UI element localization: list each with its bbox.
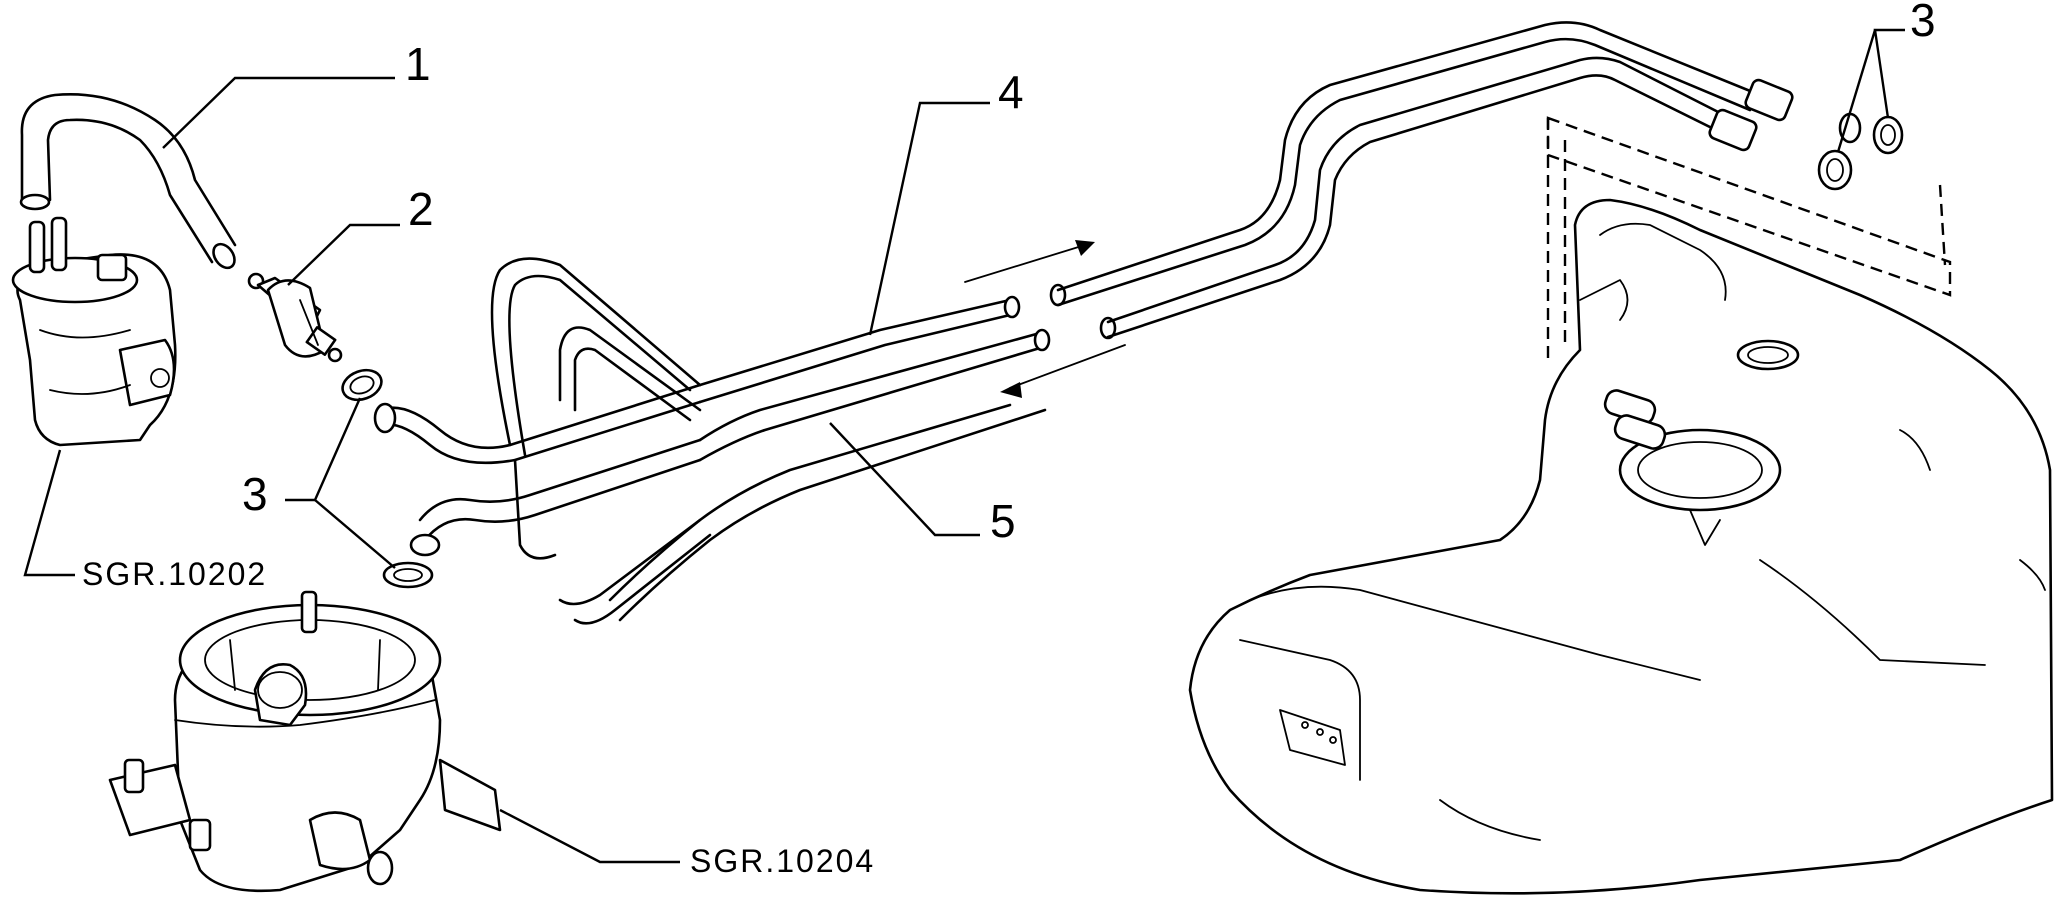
- hose-clamp-left-lower: [382, 561, 434, 589]
- callout-2: 2: [408, 183, 434, 235]
- hose-1: [19, 93, 237, 270]
- ref-fuel-pump: SGR.10202: [82, 556, 267, 592]
- leader-lines: [23, 28, 1905, 864]
- carburettor: [108, 590, 502, 893]
- flow-arrow-right: [964, 240, 1095, 283]
- fuel-filter-2: [247, 272, 343, 363]
- flow-arrow-left: [1000, 344, 1126, 398]
- callout-1: 1: [405, 38, 431, 90]
- hose-clamp-right-lower: [1817, 149, 1853, 191]
- fuel-pipe-assembly-right: [1049, 21, 1862, 340]
- callout-3-right: 3: [1910, 0, 1936, 46]
- reference-codes: SGR.10202 SGR.10204: [82, 556, 875, 879]
- ref-carburettor: SGR.10204: [690, 843, 875, 879]
- hose-clamp-right-upper: [1872, 115, 1904, 155]
- callout-4: 4: [998, 66, 1024, 118]
- hose-clamp-left-upper: [341, 368, 383, 402]
- fuel-pump: [11, 216, 177, 447]
- fuel-tank: [1188, 198, 2054, 895]
- fuel-pipe-assembly-left: [373, 257, 1051, 625]
- callout-3-left: 3: [242, 468, 268, 520]
- dashed-outline: [1546, 116, 1952, 360]
- callout-5: 5: [990, 495, 1016, 547]
- callout-labels: 1 2 3 4 5 3: [242, 0, 1936, 547]
